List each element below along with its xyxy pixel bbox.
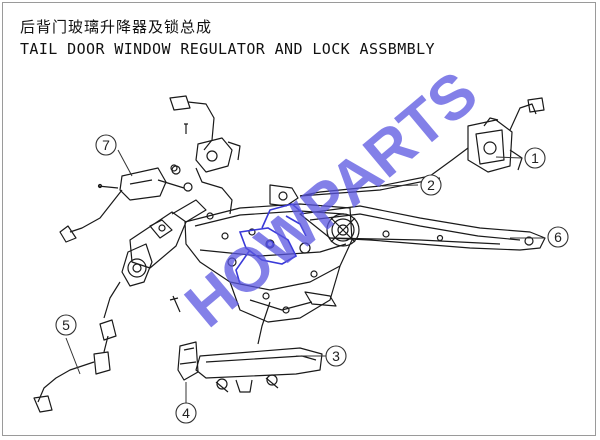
window-motor	[103, 199, 207, 319]
callout-7: 7	[95, 134, 117, 156]
title-chinese: 后背门玻璃升降器及锁总成	[20, 18, 213, 36]
callout-1: 1	[524, 147, 546, 169]
callout-number: 7	[102, 137, 110, 153]
callout-number: 6	[554, 229, 562, 245]
callout-4: 4	[175, 402, 197, 424]
callout-number: 2	[427, 177, 435, 193]
callout-number: 3	[332, 348, 340, 364]
fasteners	[169, 164, 318, 314]
motor-bracket	[59, 165, 193, 243]
cable-rod	[299, 177, 441, 197]
regulator-rail	[299, 205, 546, 251]
wiring-harness	[33, 319, 117, 413]
top-harness	[169, 95, 241, 215]
regulator-body	[184, 184, 360, 323]
actuator-rod	[257, 301, 271, 345]
callout-number: 4	[182, 405, 190, 421]
callout-3: 3	[325, 345, 347, 367]
title-english: TAIL DOOR WINDOW REGULATOR AND LOCK ASSB…	[20, 40, 435, 58]
diagram-frame	[2, 2, 596, 436]
lock-assembly	[299, 97, 545, 197]
callout-number: 5	[62, 317, 70, 333]
highlighted-linkage	[235, 203, 307, 285]
callout-number: 1	[531, 150, 539, 166]
callout-5: 5	[55, 314, 77, 336]
tail-door-handle	[195, 347, 323, 393]
callout-2: 2	[420, 174, 442, 196]
trim-clip	[177, 341, 199, 381]
leader-lines	[65, 149, 545, 403]
callout-6: 6	[547, 226, 569, 248]
